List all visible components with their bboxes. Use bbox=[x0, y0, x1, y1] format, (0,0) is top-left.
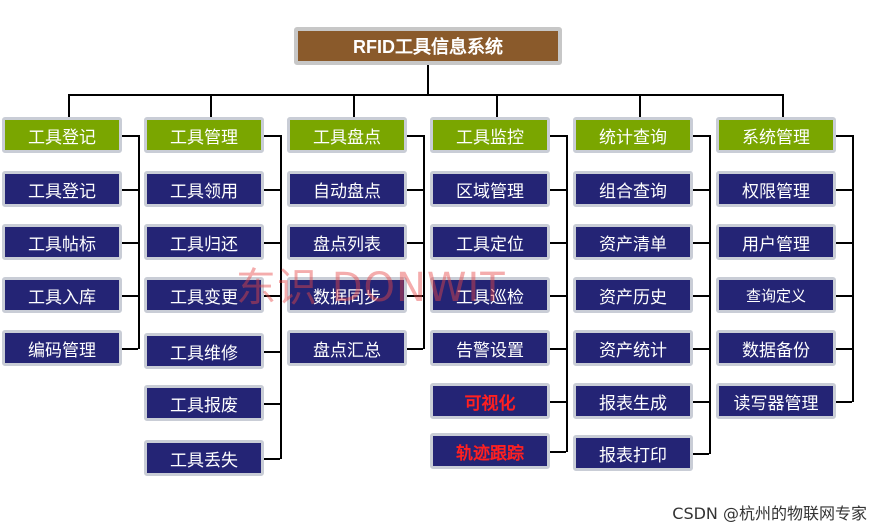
child-stub-line bbox=[264, 242, 280, 244]
child-stub-line bbox=[264, 458, 280, 460]
child-node: 工具变更 bbox=[144, 277, 264, 313]
child-node: 资产统计 bbox=[573, 330, 693, 366]
child-stub-line bbox=[264, 403, 280, 405]
child-node: 读写器管理 bbox=[716, 383, 836, 419]
child-node: 工具帖标 bbox=[2, 224, 122, 260]
child-node: 盘点汇总 bbox=[287, 330, 407, 366]
child-stub-line bbox=[550, 189, 566, 191]
child-node: 工具登记 bbox=[2, 171, 122, 207]
header-stub-line bbox=[264, 135, 280, 137]
root-node: RFID工具信息系统 bbox=[294, 27, 562, 65]
child-stub-line bbox=[407, 242, 423, 244]
column-header: 统计查询 bbox=[573, 117, 693, 153]
header-stub-line bbox=[407, 135, 423, 137]
child-stub-line bbox=[693, 295, 709, 297]
column-header: 工具盘点 bbox=[287, 117, 407, 153]
child-node: 数据同步 bbox=[287, 277, 407, 313]
child-node: 编码管理 bbox=[2, 330, 122, 366]
column-header: 工具管理 bbox=[144, 117, 264, 153]
header-drop-line bbox=[639, 94, 641, 118]
child-node: 组合查询 bbox=[573, 171, 693, 207]
child-stub-line bbox=[836, 295, 852, 297]
column-header: 系统管理 bbox=[716, 117, 836, 153]
root-connector-line bbox=[427, 65, 429, 95]
child-stub-line bbox=[693, 348, 709, 350]
top-bus-line bbox=[68, 94, 784, 96]
child-stub-line bbox=[550, 295, 566, 297]
column-spine-line bbox=[566, 135, 568, 452]
child-stub-line bbox=[550, 242, 566, 244]
child-node: 告警设置 bbox=[430, 330, 550, 366]
column-spine-line bbox=[709, 135, 711, 454]
child-node: 工具领用 bbox=[144, 171, 264, 207]
child-node: 自动盘点 bbox=[287, 171, 407, 207]
header-stub-line bbox=[122, 135, 138, 137]
child-node: 查询定义 bbox=[716, 277, 836, 313]
credit-text: CSDN @杭州的物联网专家 bbox=[672, 504, 867, 523]
child-node: 权限管理 bbox=[716, 171, 836, 207]
child-stub-line bbox=[693, 242, 709, 244]
column-spine-line bbox=[852, 135, 854, 402]
header-stub-line bbox=[836, 135, 852, 137]
child-stub-line bbox=[264, 295, 280, 297]
child-node: 资产历史 bbox=[573, 277, 693, 313]
header-stub-line bbox=[550, 135, 566, 137]
child-node: 区域管理 bbox=[430, 171, 550, 207]
child-stub-line bbox=[836, 401, 852, 403]
header-stub-line bbox=[693, 135, 709, 137]
child-stub-line bbox=[550, 348, 566, 350]
header-drop-line bbox=[782, 94, 784, 118]
child-node: 轨迹跟踪 bbox=[430, 433, 550, 469]
child-stub-line bbox=[122, 189, 138, 191]
child-stub-line bbox=[550, 401, 566, 403]
child-node: 报表生成 bbox=[573, 383, 693, 419]
child-stub-line bbox=[836, 348, 852, 350]
child-stub-line bbox=[407, 348, 423, 350]
child-stub-line bbox=[836, 189, 852, 191]
column-header: 工具监控 bbox=[430, 117, 550, 153]
child-node: 工具归还 bbox=[144, 224, 264, 260]
child-node: 工具入库 bbox=[2, 277, 122, 313]
child-stub-line bbox=[264, 189, 280, 191]
column-header: 工具登记 bbox=[2, 117, 122, 153]
header-drop-line bbox=[353, 94, 355, 118]
child-node: 工具丢失 bbox=[144, 440, 264, 476]
child-node: 报表打印 bbox=[573, 435, 693, 471]
header-drop-line bbox=[496, 94, 498, 118]
child-stub-line bbox=[122, 242, 138, 244]
watermark: 东识 DONWIT bbox=[236, 265, 506, 311]
child-stub-line bbox=[407, 189, 423, 191]
child-node: 数据备份 bbox=[716, 330, 836, 366]
header-drop-line bbox=[68, 94, 70, 118]
header-drop-line bbox=[210, 94, 212, 118]
child-stub-line bbox=[693, 453, 709, 455]
child-stub-line bbox=[693, 401, 709, 403]
child-node: 资产清单 bbox=[573, 224, 693, 260]
child-node: 可视化 bbox=[430, 383, 550, 419]
child-stub-line bbox=[407, 295, 423, 297]
child-stub-line bbox=[693, 189, 709, 191]
child-node: 工具维修 bbox=[144, 333, 264, 369]
child-stub-line bbox=[836, 242, 852, 244]
column-spine-line bbox=[280, 135, 282, 459]
child-node: 工具定位 bbox=[430, 224, 550, 260]
child-node: 用户管理 bbox=[716, 224, 836, 260]
column-spine-line bbox=[423, 135, 425, 349]
child-stub-line bbox=[122, 348, 138, 350]
child-stub-line bbox=[264, 351, 280, 353]
child-node: 盘点列表 bbox=[287, 224, 407, 260]
child-stub-line bbox=[550, 451, 566, 453]
child-node: 工具巡检 bbox=[430, 277, 550, 313]
column-spine-line bbox=[138, 135, 140, 349]
child-stub-line bbox=[122, 295, 138, 297]
child-node: 工具报废 bbox=[144, 385, 264, 421]
